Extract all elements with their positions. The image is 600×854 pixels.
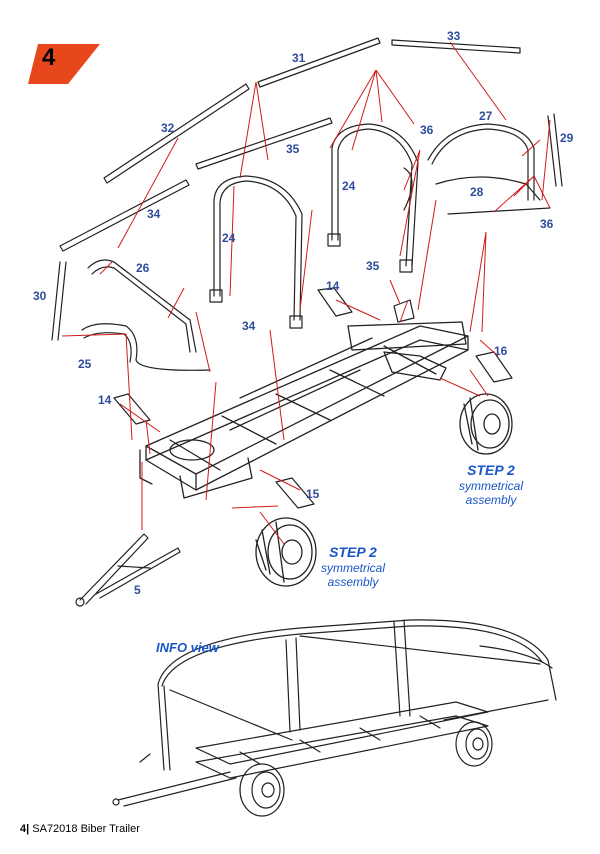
step-note-rear: STEP 2 symmetrical assembly [436,462,546,508]
drawbar-part-5 [75,533,181,607]
part-label: 16 [494,344,508,358]
part-label: 24 [342,179,356,193]
part-label: 28 [470,185,484,199]
part-label: 27 [479,109,493,123]
part-label: 34 [147,207,161,221]
part-label: 14 [326,279,340,293]
part-label: 26 [136,261,150,275]
step-note-line: assembly [465,493,517,508]
part-label: 15 [306,487,320,501]
step-note-front: STEP 2 symmetrical assembly [298,544,408,590]
info-view-trailer [112,619,557,817]
part-label: 25 [78,357,92,371]
hoop-front [51,259,211,371]
part-label: 36 [420,123,434,137]
rail-part-34-top [59,117,333,252]
part-label: 14 [98,393,112,407]
part-label: 35 [366,259,380,273]
chassis-frame [139,321,469,499]
panel-part-16 [475,351,513,383]
part-label: 31 [292,51,306,65]
part-label: 5 [134,583,141,597]
step-note-title: STEP 2 [329,544,377,560]
part-label: 30 [33,289,47,303]
part-label: 33 [447,29,461,43]
part-label: 34 [242,319,256,333]
rail-part-33 [391,39,521,54]
footer-text: SA72018 Biber Trailer [32,823,140,835]
part-label: 24 [222,231,236,245]
part-label: 32 [161,121,175,135]
step-note-line: assembly [327,575,379,590]
part-label: 36 [540,217,554,231]
panel-part-15 [275,477,315,509]
page-number: 4| [20,823,30,835]
wheel-rear [459,393,513,455]
hoop-right [403,123,551,215]
rail-part-32 [103,83,250,184]
part-label: 35 [286,142,300,156]
panel-part-14-left [113,393,151,425]
step-number: 4 [42,44,56,71]
info-view-title: INFO view [156,640,219,655]
panel-part-14-right [317,287,353,317]
step-note-line: symmetrical [458,478,523,493]
wheel-front [255,517,317,587]
part-label: 29 [560,131,574,145]
page-footer: 4| SA72018 Biber Trailer [20,823,140,835]
step-note-line: symmetrical [320,560,385,575]
hoop-left [209,175,303,329]
rail-part-31 [257,37,381,88]
hoop-middle [327,123,419,273]
leader-lines [61,41,551,545]
step-note-title: STEP 2 [467,462,515,478]
step-badge [28,44,100,84]
